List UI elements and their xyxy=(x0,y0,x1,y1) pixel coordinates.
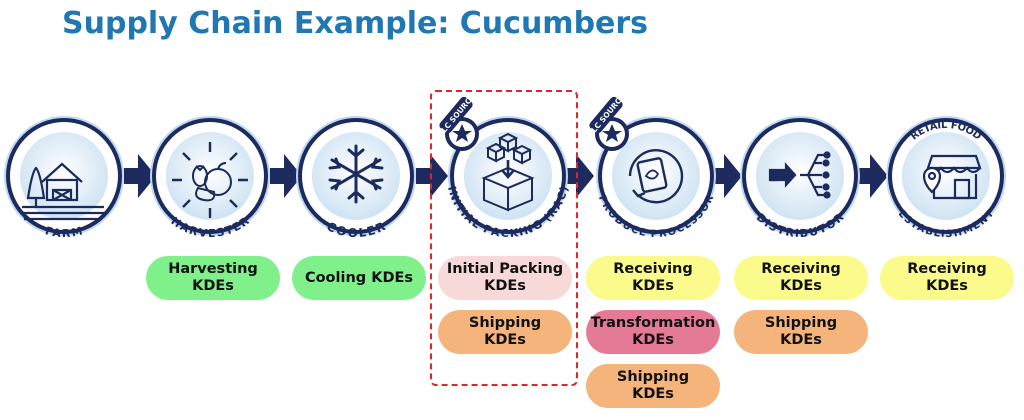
flow-arrows xyxy=(124,154,888,198)
arrow-farm-harvester xyxy=(124,154,156,198)
kde-pill-line1: Receiving xyxy=(613,261,693,277)
stage-label-arc-cooler: COOLER xyxy=(324,219,387,240)
tlc-source-highlight xyxy=(430,90,578,386)
kde-pill-line1: Initial Packing xyxy=(446,261,564,277)
barn-icon xyxy=(20,162,106,221)
kde-pill-line2: KDEs xyxy=(192,278,234,294)
kde-pill-line2: KDEs xyxy=(780,278,822,294)
kde-pill-cooler-1: Cooling KDEs xyxy=(292,256,426,300)
kde-pill-line2: KDEs xyxy=(632,278,674,294)
kde-pill-line2: KDEs xyxy=(780,332,822,348)
boxes-icon xyxy=(481,132,535,212)
stage-label-arc-farm: FARM xyxy=(44,224,84,240)
arrow-distributor-retail xyxy=(856,154,888,198)
kde-pill-line1: Cooling KDEs xyxy=(304,269,414,286)
kde-pill-line2: KDEs xyxy=(484,278,526,294)
kde-pill-line2: KDEs xyxy=(926,278,968,294)
arrows-network-icon xyxy=(768,151,831,199)
stage-circle-harvester xyxy=(150,116,270,236)
kde-pill-line2: KDEs xyxy=(484,332,526,348)
kde-pill-line1: Harvesting xyxy=(168,261,258,277)
kde-pill-line1: Shipping xyxy=(468,315,542,331)
kde-pill-line1: Receiving xyxy=(907,261,987,277)
kde-pill-line1: Receiving xyxy=(761,261,841,277)
kde-pill-line2: KDEs xyxy=(632,332,674,348)
arrow-cooler-packing xyxy=(416,154,448,198)
arrow-processor-distributor xyxy=(710,154,742,198)
kde-pill-line2: KDEs xyxy=(632,386,674,402)
vegetables-icon xyxy=(172,142,248,218)
kde-pill-line1: Shipping xyxy=(616,369,690,385)
stage-circle-retail-food xyxy=(886,116,1006,236)
package-cycle-icon xyxy=(628,149,684,204)
arrow-harvester-cooler xyxy=(270,154,302,198)
storefront-icon xyxy=(922,154,982,200)
kde-pill-line1: Shipping xyxy=(764,315,838,331)
kde-pill-line1: Transformation xyxy=(590,315,716,331)
page-title: Supply Chain Example: Cucumbers xyxy=(62,6,649,41)
snowflake-icon xyxy=(328,144,384,204)
arrow-packing-processor xyxy=(562,154,594,198)
